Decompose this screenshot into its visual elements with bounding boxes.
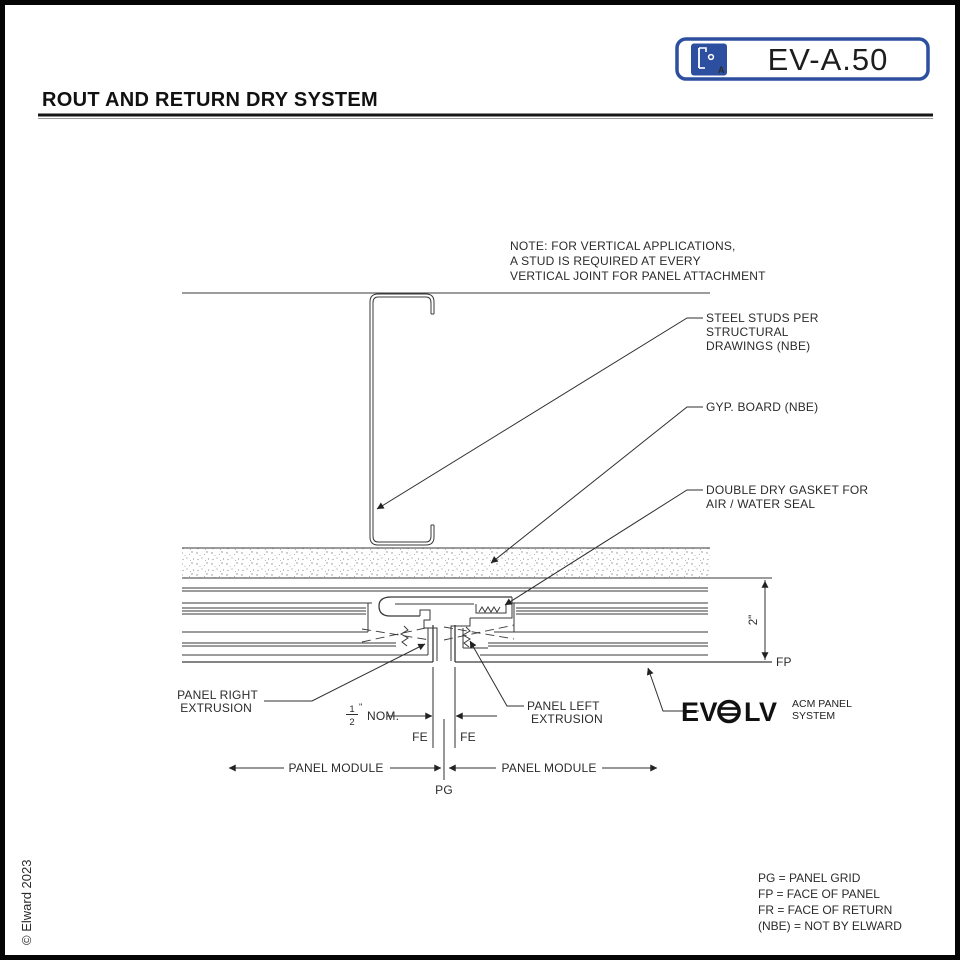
note-line-1: NOTE: FOR VERTICAL APPLICATIONS, — [510, 239, 736, 253]
evolv-leader — [646, 667, 699, 712]
gasket-zigzag — [478, 606, 501, 613]
gasket-label-2: AIR / WATER SEAL — [706, 497, 815, 511]
steel-studs-leader — [376, 317, 703, 510]
brand-product-2: SYSTEM — [792, 710, 835, 722]
panel-left-label-1: PANEL LEFT — [527, 699, 600, 713]
fe-left-label: FE — [412, 730, 428, 744]
reveal-unit: " — [359, 702, 362, 713]
callout-panel-right: PANEL RIGHT EXTRUSION — [177, 688, 258, 715]
panel-module-left-label: PANEL MODULE — [288, 761, 383, 775]
legend-pg: PG = PANEL GRID — [758, 871, 861, 885]
depth-dim-value: 2" — [748, 615, 760, 625]
detail-type-icon: A — [691, 43, 727, 76]
callout-gasket: DOUBLE DRY GASKET FOR AIR / WATER SEAL — [706, 483, 868, 511]
panel-left-leader — [469, 640, 524, 707]
panel-module-dimensions: PANEL MODULE PANEL MODULE PG — [228, 719, 658, 797]
callout-panel-left: PANEL LEFT EXTRUSION — [527, 699, 603, 726]
note-block: NOTE: FOR VERTICAL APPLICATIONS, A STUD … — [510, 239, 766, 283]
abbreviation-legend: PG = PANEL GRID FP = FACE OF PANEL FR = … — [758, 871, 902, 933]
legend-fp: FP = FACE OF PANEL — [758, 887, 880, 901]
left-hook-profile — [419, 609, 438, 661]
title-block: A EV-A.50 — [675, 37, 930, 81]
panel-right-label-2: EXTRUSION — [180, 701, 252, 715]
page-title: ROUT AND RETURN DRY SYSTEM — [42, 89, 378, 111]
panel-module-right-label: PANEL MODULE — [501, 761, 596, 775]
callout-steel-studs: STEEL STUDS PER STRUCTURAL DRAWINGS (NBE… — [706, 311, 819, 353]
title-block-frame — [675, 37, 930, 81]
reveal-suffix: NOM. — [367, 709, 399, 723]
steel-studs-label-3: DRAWINGS (NBE) — [706, 339, 810, 353]
gasket-pocket — [475, 604, 507, 614]
gyp-board-section — [182, 547, 772, 579]
panel-right-leader — [264, 643, 426, 702]
gasket-leader — [504, 489, 703, 606]
copyright-text: © Elward 2023 — [19, 860, 34, 945]
evolv-logo: EV LV ACM PANEL SYSTEM — [681, 697, 852, 727]
steel-studs-label-1: STEEL STUDS PER — [706, 311, 819, 325]
gasket-label-1: DOUBLE DRY GASKET FOR — [706, 483, 868, 497]
reveal-denominator: 2 — [349, 717, 354, 728]
note-line-2: A STUD IS REQUIRED AT EVERY — [510, 254, 701, 268]
detail-code: EV-A.50 — [768, 42, 889, 77]
reveal-numerator: 1 — [349, 704, 354, 715]
fe-right-label: FE — [460, 730, 476, 744]
panel-right-label-1: PANEL RIGHT — [177, 688, 258, 702]
gasket-marks — [361, 624, 515, 648]
legend-nbe: (NBE) = NOT BY ELWARD — [758, 919, 902, 933]
gyp-board-label: GYP. BOARD (NBE) — [706, 400, 818, 414]
pg-label: PG — [435, 783, 453, 797]
panel-left-label-2: EXTRUSION — [531, 712, 603, 726]
depth-dimension: 2" FP — [748, 580, 792, 669]
steel-studs-label-2: STRUCTURAL — [706, 325, 789, 339]
fp-label: FP — [776, 655, 792, 669]
logo-ev-text: EV — [681, 697, 718, 727]
gyp-board-leader — [490, 406, 703, 564]
steel-stud-section — [369, 293, 435, 546]
icon-letter: A — [718, 65, 725, 75]
joint-extrusion-detail — [378, 596, 513, 661]
logo-o-icon — [717, 699, 741, 724]
right-hook-profile — [450, 618, 471, 661]
reveal-dimension: 1 2 " NOM. FE FE — [346, 667, 497, 748]
note-line-3: VERTICAL JOINT FOR PANEL ATTACHMENT — [510, 269, 766, 283]
legend-fr: FR = FACE OF RETURN — [758, 903, 892, 917]
logo-lv-text: LV — [744, 697, 778, 727]
panel-assembly-lines — [182, 587, 772, 663]
brand-product-1: ACM PANEL — [792, 698, 852, 710]
